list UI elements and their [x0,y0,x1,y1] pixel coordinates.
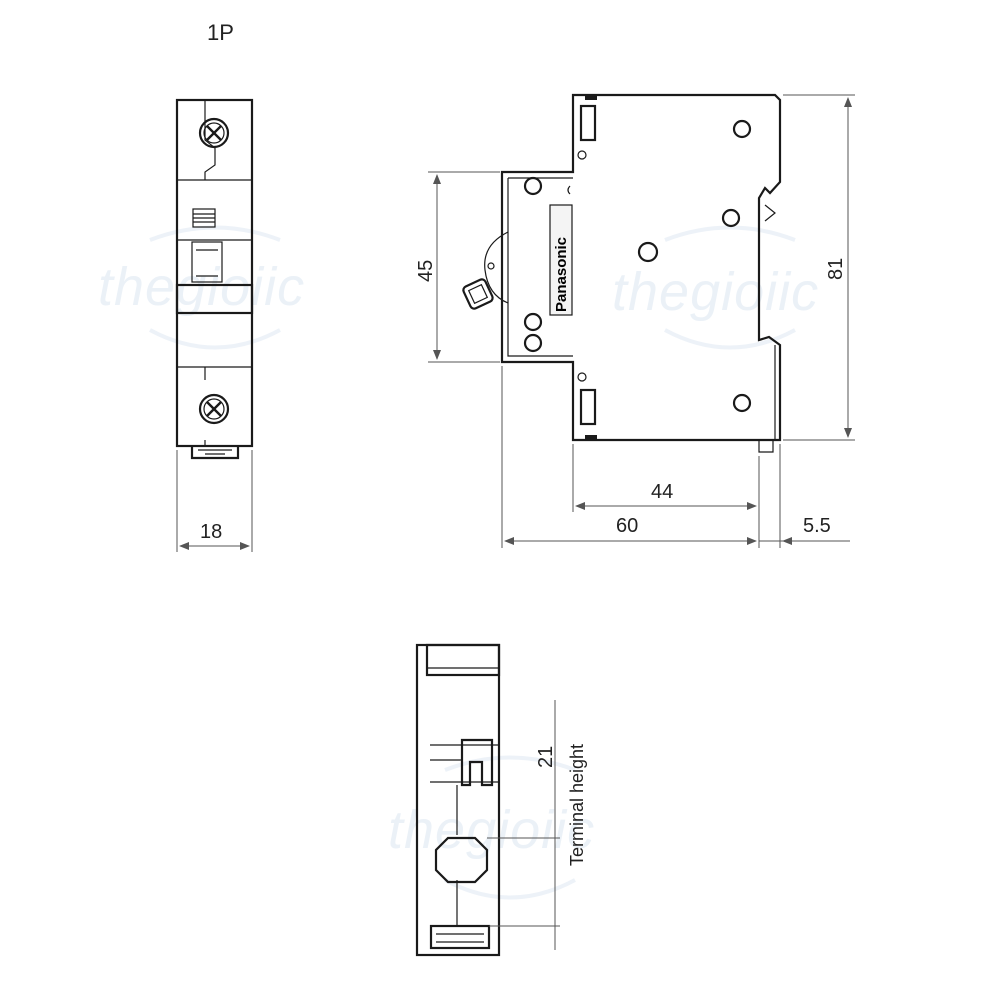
side-body-outline [500,93,782,442]
dim-81-label: 81 [825,258,847,280]
test-lever-icon [462,278,494,310]
front-view: 18 [175,98,254,552]
top-screw-icon [198,117,230,149]
hole-3 [523,333,543,353]
terminal-view: 21 Terminal height [415,643,587,957]
dim-5-5-label: 5.5 [803,515,831,537]
hole-1 [523,176,543,196]
clamp-icon [460,738,494,787]
terminal-slot-top [579,104,597,142]
toggle-handle [191,241,223,283]
terminal-height-label: Terminal height [567,744,587,866]
hole-4 [732,119,752,139]
watermark-left: thegioiic [98,257,305,317]
watermark-right: thegioiic [612,262,819,322]
front-body-outline [175,98,254,448]
din-clip [190,446,240,460]
handle-band [175,283,254,315]
brand-plate [549,204,573,316]
dim-44-label: 44 [651,481,673,503]
brand-logo: Panasonic [553,237,570,312]
dim-width-label: 18 [200,521,222,543]
hole-6 [637,241,659,263]
dim-21-label: 21 [535,746,557,768]
bottom-screw-icon [198,393,230,425]
terminal-top-block [425,643,501,677]
hole-2 [523,312,543,332]
watermark-group: thegioiic thegioiic thegioiic [98,225,819,900]
hole-7 [732,393,752,413]
dim-45-label: 45 [415,260,437,282]
side-view: Panasonic 45 81 44 60 5.5 [415,93,855,548]
dim-60-label: 60 [616,515,638,537]
hole-5 [721,208,741,228]
drawing-title: 1P [207,20,234,45]
terminal-bottom-clip [429,924,491,950]
watermark-bottom: thegioiic [388,800,595,860]
wire-hole-icon [434,836,489,884]
terminal-slot-bottom [579,388,597,426]
